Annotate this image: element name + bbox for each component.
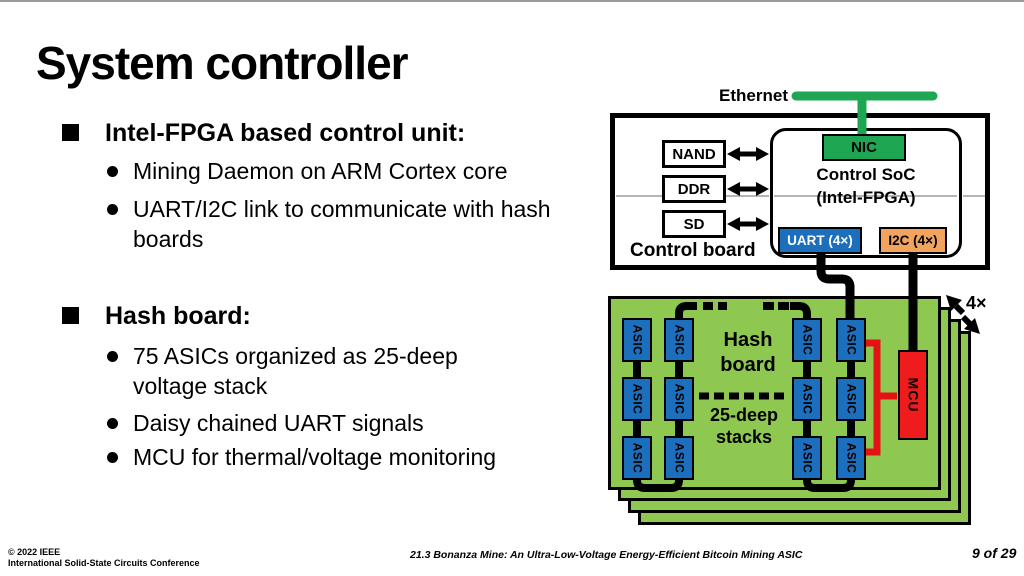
circle-bullet-icon (107, 351, 118, 362)
heading-text: Intel-FPGA based control unit: (105, 119, 466, 147)
asic-chip: ASIC (622, 318, 652, 362)
bullet-item: 75 ASICs organized as 25-deep voltage st… (107, 341, 513, 401)
asic-chip: ASIC (792, 436, 822, 480)
asic-chip: ASIC (664, 318, 694, 362)
bullet-item: Daisy chained UART signals (107, 408, 593, 438)
square-bullet-icon (62, 307, 79, 324)
asic-chip: ASIC (836, 436, 866, 480)
heading-text: Hash board: (105, 302, 251, 330)
circle-bullet-icon (107, 204, 118, 215)
bullet-item-text: Mining Daemon on ARM Cortex core (133, 158, 508, 184)
ethernet-label: Ethernet (719, 86, 788, 105)
artifact-line (963, 195, 985, 197)
asic-chip: ASIC (622, 377, 652, 421)
bullet-item-text: UART/I2C link to communicate with hash b… (133, 196, 551, 252)
asic-chip: ASIC (792, 377, 822, 421)
soc-name-line2: (Intel-FPGA) (816, 188, 916, 207)
asic-chip: ASIC (664, 436, 694, 480)
bullet-item-text: 75 ASICs organized as 25-deep voltage st… (133, 343, 458, 399)
artifact-line (774, 195, 957, 197)
bullet-item-text: MCU for thermal/voltage monitoring (133, 444, 497, 470)
board-count-label: 4× (966, 293, 987, 313)
control-board-label: Control board (630, 240, 756, 261)
asic-chip: ASIC (622, 436, 652, 480)
bullet-heading-hash-board: Hash board: (62, 300, 251, 332)
footer-copyright: © 2022 IEEE International Solid-State Ci… (8, 547, 200, 569)
nic-box: NIC (822, 134, 906, 161)
ddr-box: DDR (662, 175, 726, 203)
asic-chip: ASIC (836, 318, 866, 362)
copyright-line2: International Solid-State Circuits Confe… (8, 558, 200, 568)
bullet-heading-control-unit: Intel-FPGA based control unit: (62, 117, 465, 149)
bullet-item: Mining Daemon on ARM Cortex core (107, 156, 593, 186)
asic-chip: ASIC (664, 377, 694, 421)
hash-board-layer-1 (608, 296, 941, 490)
page-title: System controller (36, 37, 409, 89)
sd-box: SD (662, 210, 726, 238)
copyright-line1: © 2022 IEEE (8, 547, 61, 557)
stack-depth-label: 25-deep stacks (709, 405, 779, 447)
footer-page-indicator: 9 of 29 (972, 545, 1017, 561)
i2c-box: I2C (4×) (879, 227, 947, 254)
circle-bullet-icon (107, 452, 118, 463)
bullet-item: MCU for thermal/voltage monitoring (107, 442, 593, 472)
nand-box: NAND (662, 140, 726, 168)
footer-paper-title: 21.3 Bonanza Mine: An Ultra-Low-Voltage … (410, 549, 803, 561)
bullet-item: UART/I2C link to communicate with hash b… (107, 194, 573, 254)
square-bullet-icon (62, 124, 79, 141)
circle-bullet-icon (107, 166, 118, 177)
soc-name-label: Control SoC (Intel-FPGA) (772, 163, 960, 209)
soc-name-line1: Control SoC (816, 165, 916, 184)
slide-top-edge (0, 0, 1024, 2)
bullet-item-text: Daisy chained UART signals (133, 410, 424, 436)
hash-board-label: Hash board (720, 329, 776, 376)
asic-chip: ASIC (836, 377, 866, 421)
mcu-box: MCU (898, 350, 928, 440)
uart-box: UART (4×) (778, 227, 862, 254)
circle-bullet-icon (107, 418, 118, 429)
